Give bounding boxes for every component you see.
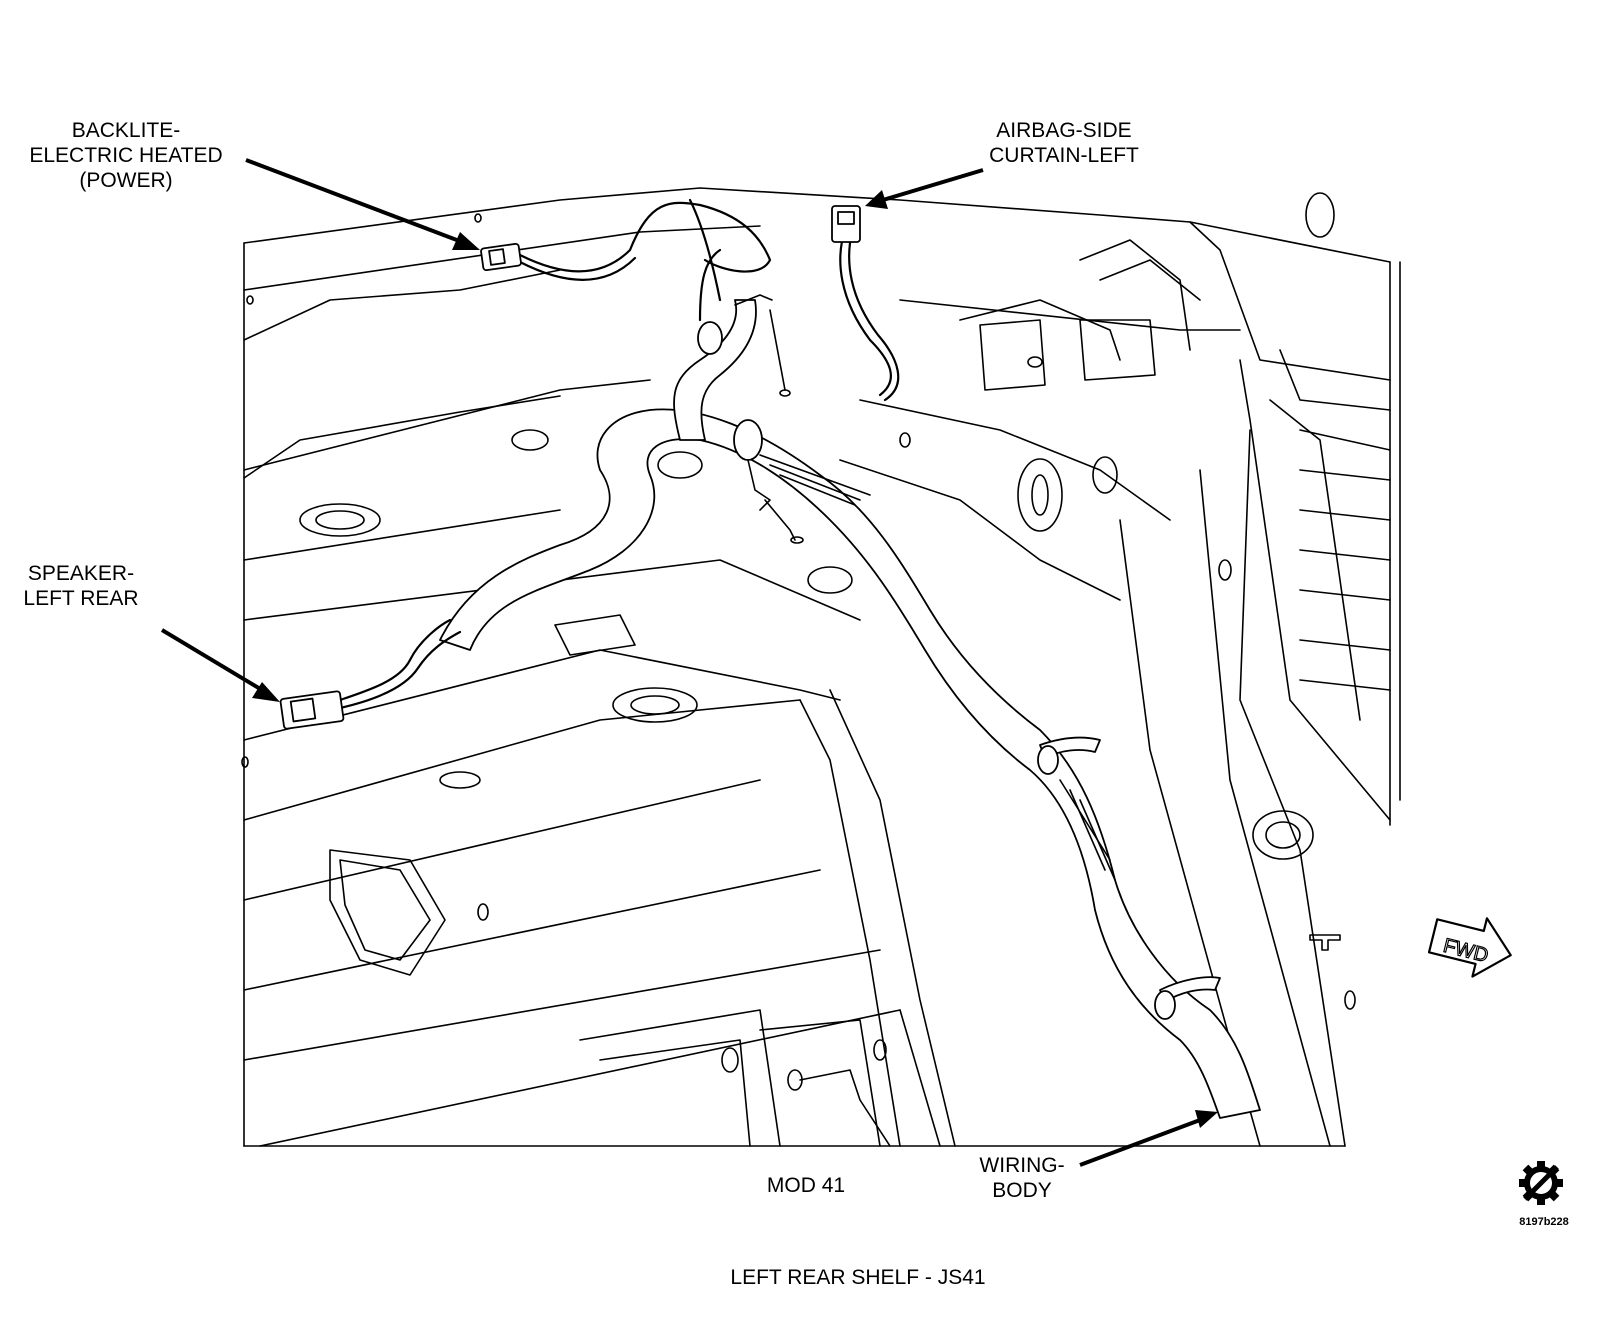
rear-shelf-body-panels [241, 187, 1401, 1147]
connectors [279, 205, 861, 730]
callout-speaker-line1: SPEAKER- [27, 562, 135, 585]
callout-wiring-line2: BODY [992, 1179, 1052, 1202]
callout-backlite-line3: (POWER) [79, 169, 173, 192]
gear-slash-icon [1519, 1161, 1563, 1205]
callout-airbag: AIRBAG-SIDE CURTAIN-LEFT [989, 118, 1139, 168]
module-label: MOD 41 [766, 1174, 846, 1197]
callout-airbag-line1: AIRBAG-SIDE [996, 119, 1132, 142]
callout-wiring: WIRING- BODY [979, 1153, 1064, 1203]
callout-wiring-line1: WIRING- [979, 1154, 1065, 1177]
callout-backlite: BACKLITE- ELECTRIC HEATED (POWER) [29, 118, 222, 193]
figure-code: 8197b228 [1519, 1216, 1569, 1228]
wiring-harness [338, 198, 1261, 1119]
callout-speaker-line2: LEFT REAR [23, 587, 139, 610]
callout-airbag-line2: CURTAIN-LEFT [989, 144, 1139, 167]
fwd-label: FWD [1441, 935, 1491, 967]
forward-arrow-icon [1427, 917, 1512, 978]
callout-speaker: SPEAKER- LEFT REAR [23, 561, 138, 611]
callout-backlite-line2: ELECTRIC HEATED [29, 144, 223, 167]
callout-backlite-line1: BACKLITE- [71, 119, 181, 142]
leader-arrows [160, 158, 1218, 1167]
figure-caption: LEFT REAR SHELF - JS41 [730, 1266, 986, 1289]
